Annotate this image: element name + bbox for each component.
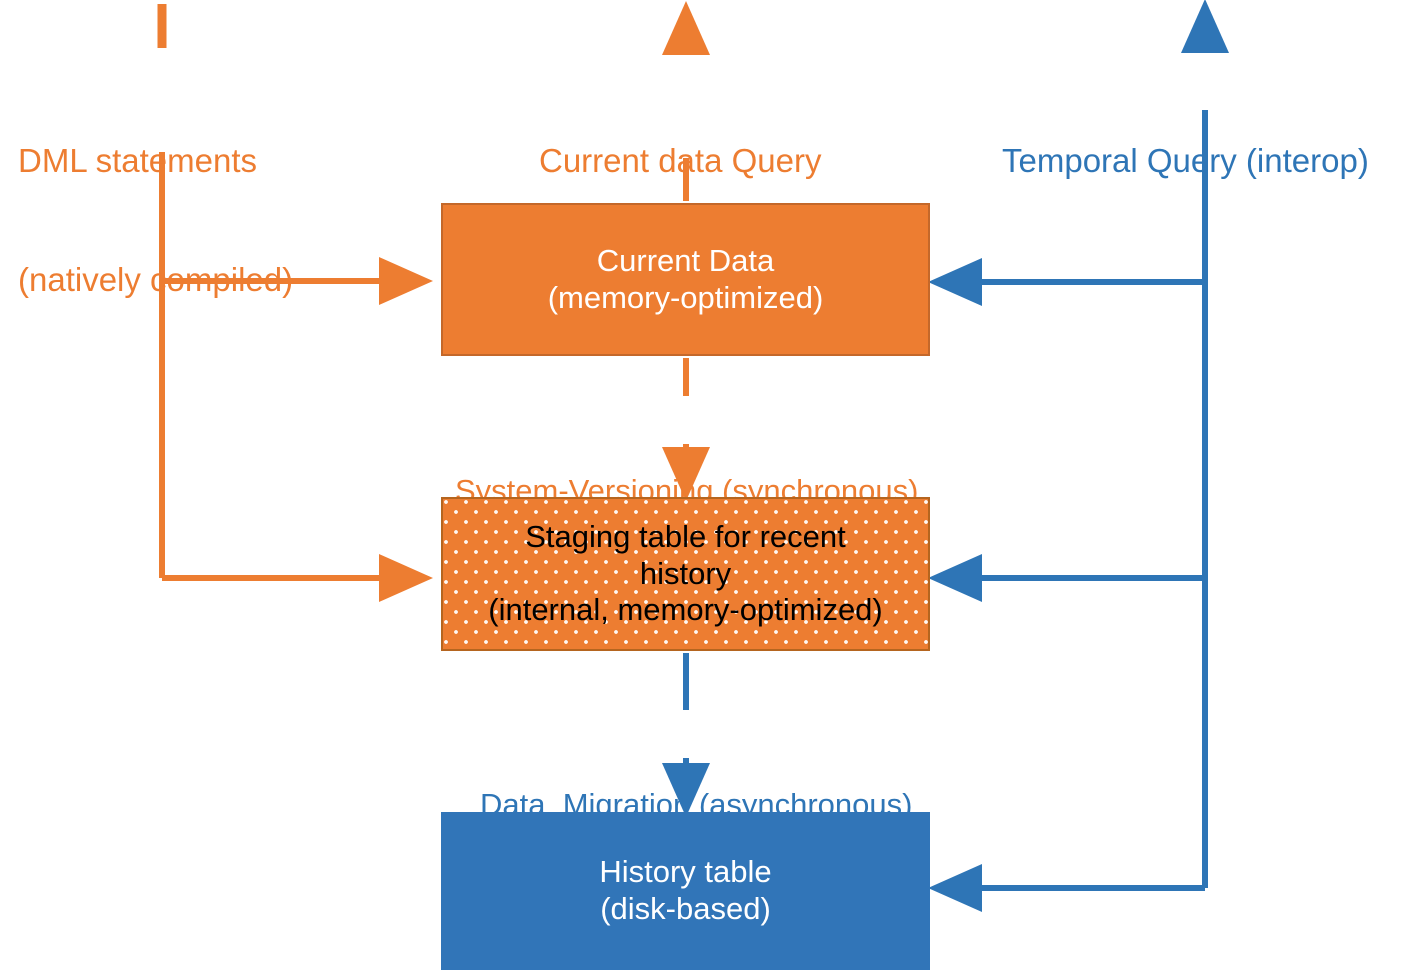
node-current-data-line-2: (memory-optimized) bbox=[547, 279, 824, 315]
node-staging-table-line-1: Staging table for recent bbox=[525, 519, 846, 555]
connector-dml-to-staging bbox=[159, 281, 433, 602]
node-staging-table[interactable]: Staging table for recent history (intern… bbox=[441, 497, 930, 651]
node-current-data-line-1: Current Data bbox=[596, 242, 775, 278]
node-history-table-line-1: History table bbox=[599, 854, 772, 890]
connector-temporal-query-to-history bbox=[928, 578, 1208, 912]
connector-temporal-query-to-current-data bbox=[928, 110, 1208, 306]
connector-dml-to-current-data bbox=[159, 152, 433, 305]
connector-temporal-query-to-staging bbox=[928, 282, 1208, 602]
label-current-data-query-line-1: Current data Query bbox=[539, 142, 822, 180]
node-staging-table-line-2: history bbox=[639, 555, 732, 591]
label-dml-statements: DML statements (natively compiled) bbox=[18, 62, 293, 379]
label-temporal-query: Temporal Query (interop) bbox=[1002, 62, 1369, 260]
node-history-table[interactable]: History table (disk-based) bbox=[441, 812, 930, 970]
node-staging-table-line-3: (internal, memory-optimized) bbox=[488, 592, 883, 628]
node-current-data[interactable]: Current Data (memory-optimized) bbox=[441, 203, 930, 356]
label-temporal-query-line-1: Temporal Query (interop) bbox=[1002, 142, 1369, 180]
node-history-table-line-2: (disk-based) bbox=[600, 891, 771, 926]
label-dml-statements-line-2: (natively compiled) bbox=[18, 260, 294, 298]
label-dml-statements-line-1: DML statements bbox=[18, 142, 258, 180]
